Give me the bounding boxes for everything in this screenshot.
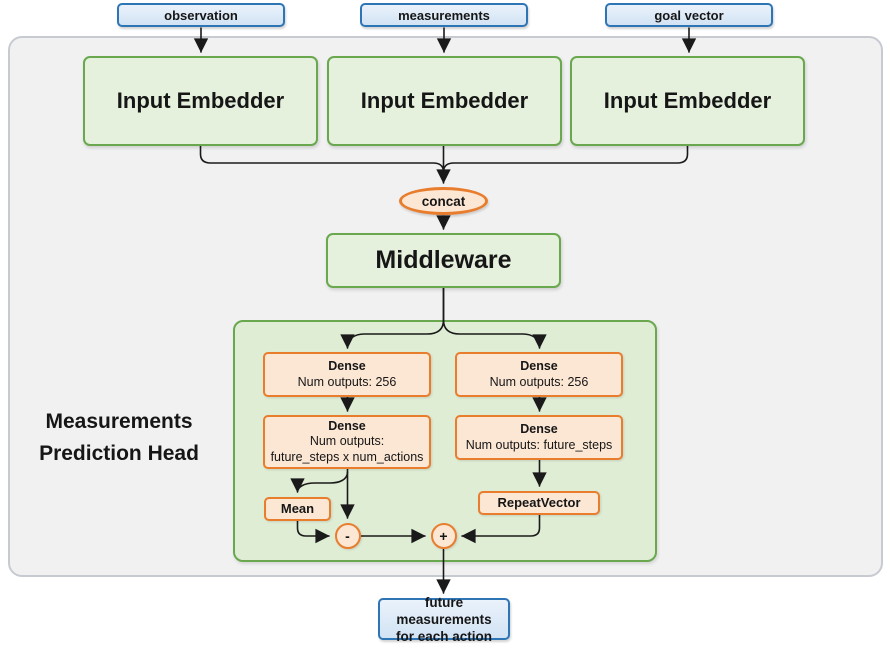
dense-right-1-title: Dense [520, 359, 558, 373]
dense-left-2-box: Dense Num outputs: future_steps x num_ac… [263, 415, 431, 469]
wire-middleware-dense-left [340, 287, 445, 349]
dense-left-2-title: Dense [328, 418, 366, 433]
mean-label: Mean [280, 501, 315, 517]
middleware-box: Middleware [326, 233, 561, 288]
input-embedder-box-3: Input Embedder [570, 56, 805, 146]
prediction-head-title-line2: Prediction Head [39, 442, 199, 465]
minus-operator-label: - [345, 528, 350, 544]
source-label-observation: observation [164, 7, 238, 23]
input-embedder-label-1: Input Embedder [116, 88, 285, 113]
prediction-head-title: Measurements Prediction Head [13, 406, 225, 470]
mean-box: Mean [264, 497, 331, 521]
input-embedder-label-2: Input Embedder [360, 88, 529, 113]
output-label-line2: for each action [395, 628, 493, 644]
dense-left-1-title: Dense [328, 359, 366, 373]
source-box-observation: observation [117, 3, 285, 27]
wire-middleware-dense-right [442, 287, 547, 349]
output-box: future measurements for each action [378, 595, 510, 644]
dense-right-2-box: Dense Num outputs: future_steps [455, 415, 623, 460]
source-box-measurements: measurements [360, 3, 528, 27]
plus-operator-node: + [430, 523, 457, 549]
concat-label: concat [421, 193, 466, 209]
wire-dense-left2-mean [290, 471, 349, 493]
plus-operator-label: + [439, 528, 448, 544]
dense-right-2-line2: Num outputs: future_steps [465, 437, 613, 452]
wire-embedder3-merge [442, 145, 689, 173]
source-label-goal-vector: goal vector [654, 7, 724, 23]
source-label-measurements: measurements [398, 7, 490, 23]
prediction-head-title-line1: Measurements [45, 410, 193, 433]
dense-left-2-line3: future_steps x num_actions [270, 449, 424, 464]
output-label-line1: future measurements [396, 594, 492, 627]
source-box-goal-vector: goal vector [605, 3, 773, 27]
input-embedder-box-2: Input Embedder [327, 56, 562, 146]
dense-right-1-line2: Num outputs: 256 [489, 374, 589, 389]
wire-repeatvector-plus [461, 514, 541, 544]
wire-mean-minus [296, 520, 330, 544]
dense-right-2-title: Dense [520, 422, 558, 436]
dense-left-2-line2: Num outputs: [309, 434, 385, 449]
input-embedder-label-3: Input Embedder [603, 88, 772, 113]
dense-right-1-box: Dense Num outputs: 256 [455, 352, 623, 397]
minus-operator-node: - [334, 523, 361, 549]
dense-left-1-line2: Num outputs: 256 [297, 374, 397, 389]
dense-left-1-box: Dense Num outputs: 256 [263, 352, 431, 397]
wire-embedder1-merge [199, 145, 445, 173]
middleware-label: Middleware [375, 246, 512, 274]
concat-node: concat [399, 187, 488, 215]
repeat-vector-label: RepeatVector [497, 495, 581, 511]
input-embedder-box-1: Input Embedder [83, 56, 318, 146]
repeat-vector-box: RepeatVector [478, 491, 600, 515]
